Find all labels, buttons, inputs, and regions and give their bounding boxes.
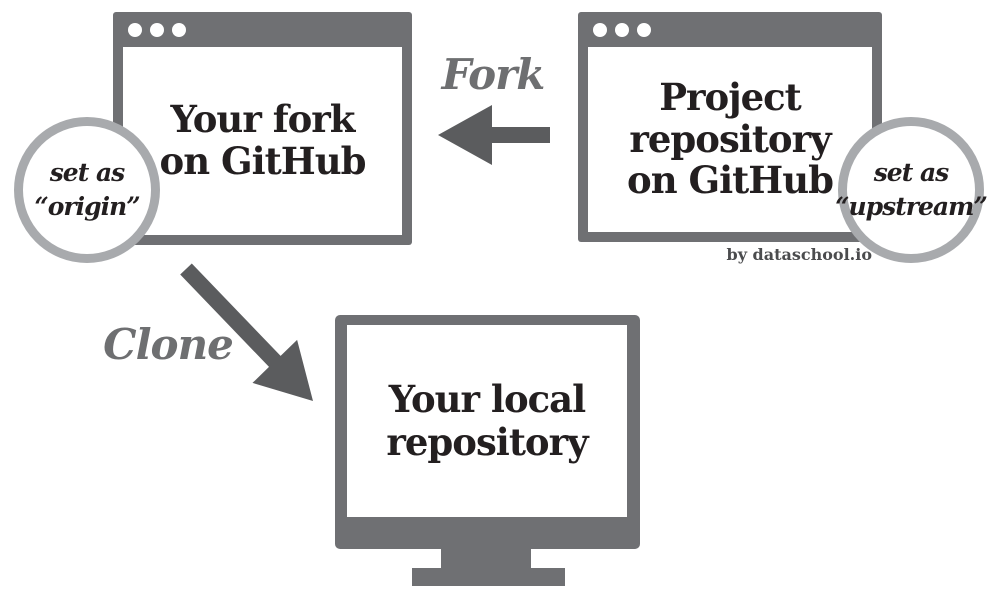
project-window-title: Project repository on GitHub [627, 74, 834, 203]
fork-window-title: Your fork on GitHub [159, 97, 367, 183]
clone-label: Clone [103, 320, 234, 369]
local-repository-title: Your local repository [386, 377, 588, 464]
local-repository-title-line: Your local [388, 377, 586, 422]
clone-arrow-icon [180, 263, 313, 401]
fork-arrow-icon [438, 105, 550, 165]
origin-badge: set as “origin” [14, 117, 160, 263]
local-repository-title-line: repository [386, 420, 588, 464]
upstream-badge-line: “upstream” [835, 192, 988, 221]
window-control-dot-icon [128, 22, 142, 37]
window-control-dot-icon [593, 22, 607, 37]
window-control-dot-icon [150, 22, 164, 37]
upstream-badge: set as “upstream” [835, 117, 988, 263]
fork-window-titlebar [113, 12, 412, 47]
window-control-dot-icon [637, 22, 651, 37]
origin-badge-line: set as [49, 158, 126, 188]
project-window-title-line: on GitHub [627, 158, 834, 203]
project-window: Project repository on GitHub [578, 12, 882, 242]
monitor-stand-neck [441, 549, 531, 568]
project-window-title-line: Project [659, 74, 802, 119]
project-window-titlebar [578, 12, 882, 47]
project-window-body: Project repository on GitHub [588, 47, 872, 232]
monitor-screen: Your local repository [347, 325, 627, 517]
project-window-title-line: repository [629, 116, 831, 161]
credit-text: by dataschool.io [726, 245, 873, 264]
origin-badge-line: “origin” [34, 192, 140, 221]
upstream-badge-line: set as [873, 158, 950, 188]
local-repository-monitor: Your local repository [335, 315, 640, 549]
fork-window-body: Your fork on GitHub [123, 47, 402, 235]
monitor-stand-base [412, 568, 565, 586]
fork-window: Your fork on GitHub [113, 12, 412, 245]
fork-window-title-line: Your fork [170, 97, 356, 142]
window-control-dot-icon [615, 22, 629, 37]
fork-window-title-line: on GitHub [159, 139, 367, 183]
window-control-dot-icon [172, 22, 186, 37]
fork-label: Fork [441, 50, 546, 99]
